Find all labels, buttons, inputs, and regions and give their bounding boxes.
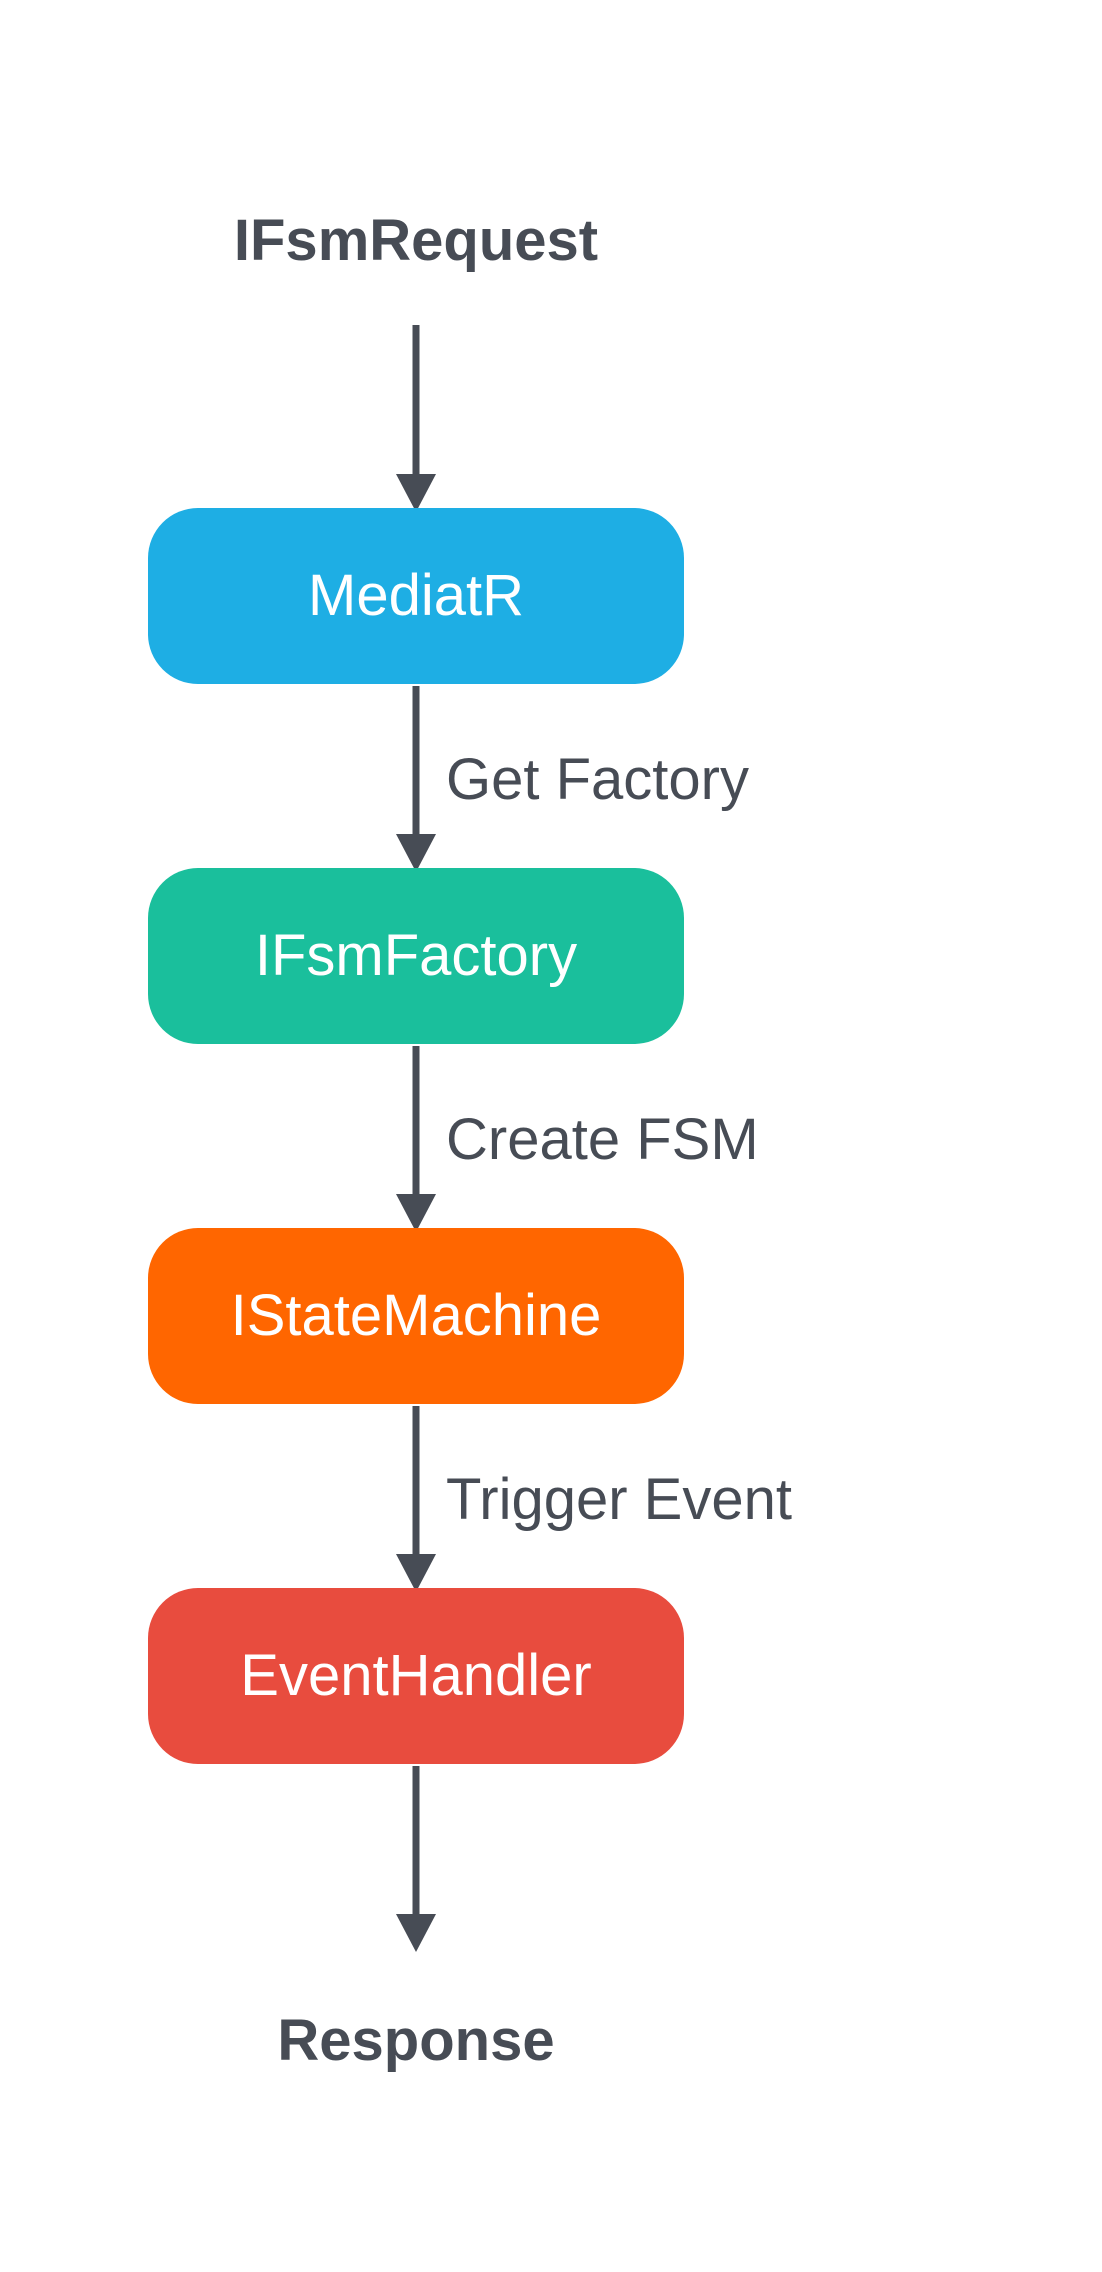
- node-ifsmfactory: IFsmFactory: [148, 868, 684, 1044]
- node-mediatr-label: MediatR: [308, 563, 524, 628]
- node-mediatr: MediatR: [148, 508, 684, 684]
- edge-arrow-handler-response: [396, 1766, 436, 1952]
- edge-label-get-factory: Get Factory: [446, 747, 749, 812]
- edge-arrow-mediatr-factory: [396, 686, 436, 872]
- start-label: IFsmRequest: [233, 208, 599, 273]
- node-eventhandler-label: EventHandler: [240, 1643, 592, 1708]
- edge-arrow-factory-statemachine: [396, 1046, 436, 1232]
- edge-arrow-statemachine-handler: [396, 1406, 436, 1592]
- node-istatemachine-label: IStateMachine: [230, 1283, 602, 1348]
- node-istatemachine: IStateMachine: [148, 1228, 684, 1404]
- edge-arrow-start-mediatr: [396, 325, 436, 512]
- edge-label-trigger-event: Trigger Event: [446, 1467, 792, 1532]
- end-label: Response: [277, 2008, 555, 2073]
- edge-label-create-fsm: Create FSM: [446, 1107, 759, 1172]
- node-ifsmfactory-label: IFsmFactory: [254, 923, 578, 988]
- node-eventhandler: EventHandler: [148, 1588, 684, 1764]
